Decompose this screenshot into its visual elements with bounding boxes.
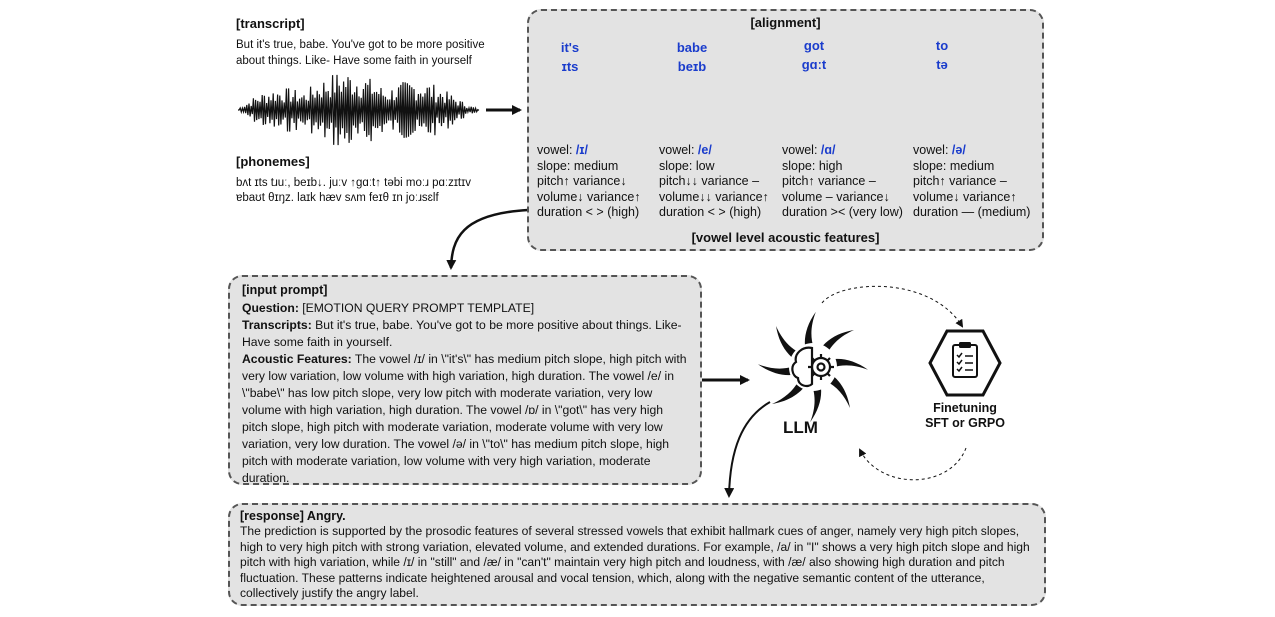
ipa-got: gɑːt — [801, 57, 827, 72]
volume-value: volume – variance↓ — [782, 189, 890, 204]
transcript-heading: [transcript] — [236, 16, 305, 31]
features-label: Acoustic Features: — [242, 352, 352, 366]
transcripts-text: But it's true, babe. You've got to be mo… — [242, 318, 682, 349]
finetuning-method-label: SFT or GRPO — [925, 416, 1005, 430]
duration-value: duration < > (high) — [659, 205, 762, 219]
vowel-value: /ɪ/ — [575, 143, 588, 157]
response-panel: [response] Angry. The prediction is supp… — [228, 503, 1046, 606]
word-got: got — [803, 38, 825, 53]
arrow-to-input-prompt — [446, 208, 529, 270]
arrow-to-response — [724, 401, 771, 498]
features-its: vowel: /ɪ/ slope: medium pitch↑ variance… — [537, 143, 641, 221]
llm-swirl-icon — [758, 312, 868, 422]
duration-value: duration < > (high) — [537, 205, 640, 219]
finetune-loop-bottom — [859, 447, 967, 481]
pitch-value: pitch↑ variance – — [913, 174, 1007, 188]
input-prompt-panel: [input prompt] Question: [EMOTION QUERY … — [228, 275, 702, 485]
response-text: The prediction is supported by the proso… — [240, 524, 1030, 600]
transcript-line-2: about things. Like- Have some faith in y… — [236, 55, 472, 67]
features-text: The vowel /ɪ/ in \"it's\" has medium pit… — [242, 352, 687, 485]
features-babe: vowel: /e/ slope: low pitch↓↓ variance –… — [659, 143, 769, 221]
ipa-to: tə — [936, 57, 948, 72]
input-prompt-heading: [input prompt] — [242, 283, 328, 297]
volume-value: volume↓ variance↑ — [913, 189, 1017, 204]
phonemes-line-1: bʌt ɪts tɹuː, beɪb↓. juːv ↑gɑːt↑ təbi mo… — [236, 177, 471, 189]
ipa-its: ɪts — [561, 59, 579, 74]
vowel-value: /ɑ/ — [820, 143, 836, 157]
vowel-label: vowel: — [537, 143, 573, 157]
phonemes-line-2: ɐbaʊt θɪŋz. laɪk hæv sʌm feɪθ ɪn joːɹsɛl… — [236, 192, 439, 204]
pitch-value: pitch↓↓ variance – — [659, 174, 760, 188]
slope-value: slope: medium — [913, 158, 995, 173]
alignment-panel — [527, 9, 1044, 251]
clipboard-hexagon-icon — [928, 329, 1002, 397]
pitch-value: pitch↑ variance↓ — [537, 174, 627, 188]
transcript-waveform — [238, 74, 480, 146]
question-label: Question: — [242, 301, 299, 315]
vowel-value: /ə/ — [951, 143, 966, 157]
phonemes-heading: [phonemes] — [236, 154, 310, 169]
vowel-label: vowel: — [659, 143, 695, 157]
word-its: it's — [560, 40, 580, 55]
transcripts-label: Transcripts: — [242, 318, 312, 332]
vowel-value: /e/ — [697, 143, 712, 157]
vowel-label: vowel: — [913, 143, 949, 157]
slope-value: slope: medium — [537, 158, 619, 173]
vowel-label: vowel: — [782, 143, 818, 157]
vowel-features-caption: [vowel level acoustic features] — [691, 230, 880, 245]
alignment-heading: [alignment] — [750, 15, 821, 30]
finetune-loop-top — [821, 285, 964, 328]
llm-label: LLM — [783, 418, 818, 437]
word-babe: babe — [676, 40, 708, 55]
volume-value: volume↓↓ variance↑ — [659, 189, 769, 204]
word-to: to — [935, 38, 949, 53]
transcript-line-1: But it's true, babe. You've got to be mo… — [236, 39, 485, 51]
features-to: vowel: /ə/ slope: medium pitch↑ variance… — [913, 143, 1030, 221]
volume-value: volume↓ variance↑ — [537, 189, 641, 204]
duration-value: duration — (medium) — [913, 205, 1031, 219]
finetuning-label: Finetuning — [933, 401, 997, 415]
slope-value: slope: low — [659, 158, 715, 173]
duration-value: duration >< (very low) — [782, 205, 903, 219]
question-text: [EMOTION QUERY PROMPT TEMPLATE] — [302, 301, 535, 315]
response-heading: [response] Angry. — [240, 509, 346, 523]
prompt-features: Acoustic Features: The vowel /ɪ/ in \"it… — [242, 351, 690, 487]
ipa-babe: beɪb — [677, 59, 707, 74]
features-got: vowel: /ɑ/ slope: high pitch↑ variance –… — [782, 143, 903, 221]
pitch-value: pitch↑ variance – — [782, 174, 876, 188]
prompt-transcripts: Transcripts: But it's true, babe. You've… — [242, 317, 690, 351]
slope-value: slope: high — [782, 158, 843, 173]
prompt-question: Question: [EMOTION QUERY PROMPT TEMPLATE… — [242, 300, 690, 317]
